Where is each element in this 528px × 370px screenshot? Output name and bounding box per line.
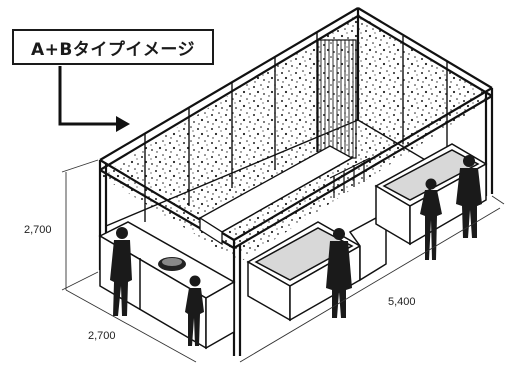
dimension-width: 5,400 bbox=[388, 296, 416, 308]
person-right-2 bbox=[456, 155, 482, 238]
person-left-2 bbox=[185, 275, 204, 346]
curtain bbox=[317, 39, 357, 159]
person-right-1 bbox=[420, 178, 442, 260]
dimension-depth: 2,700 bbox=[88, 330, 116, 342]
person-center bbox=[326, 228, 352, 318]
type-label: A+Bタイプイメージ bbox=[12, 29, 214, 65]
dimension-lines bbox=[61, 159, 505, 363]
floor-carpet bbox=[100, 14, 492, 262]
back-rack bbox=[329, 157, 371, 198]
back-counter bbox=[198, 145, 354, 246]
dimension-height: 2,700 bbox=[24, 224, 52, 236]
pointer-arrow bbox=[58, 66, 118, 126]
person-left-1 bbox=[110, 227, 132, 316]
